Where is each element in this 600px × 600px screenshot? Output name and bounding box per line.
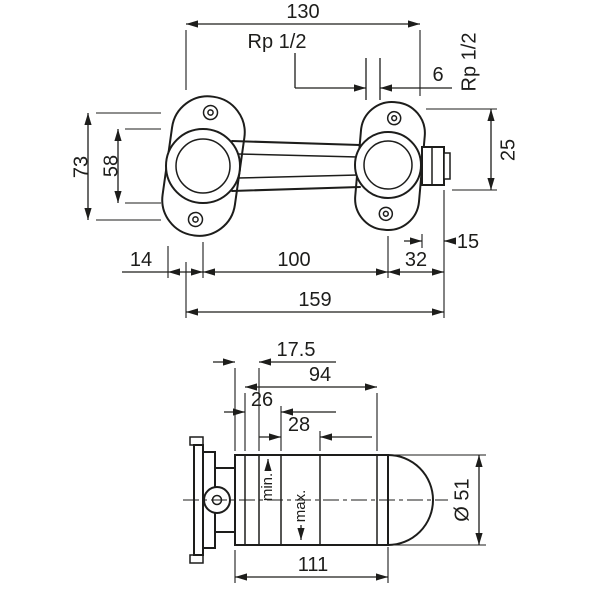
thread-top-label: Rp 1/2 [248, 31, 307, 53]
dim-58: 58 [100, 128, 161, 204]
dim-94-label: 94 [309, 364, 331, 386]
dim-17-5-label: 17.5 [277, 339, 316, 361]
dim-28: 28 [259, 414, 372, 451]
outlet-port [421, 146, 451, 186]
dim-15: 15 [404, 190, 479, 318]
connector-body [231, 140, 361, 192]
dim-dia-51: Ø 51 [394, 454, 486, 546]
left-flange-screw-hole-bottom-center [192, 216, 199, 223]
right-flange-screw-hole-bottom-center [382, 210, 389, 217]
dim-94: 94 [244, 364, 378, 451]
min-max-markers: min. max. [259, 459, 309, 540]
dim-130: 130 [185, 1, 421, 96]
dim-73: 73 [70, 112, 161, 221]
top-view: 130 Rp 1/2 6 Rp 1/2 25 73 [70, 1, 519, 318]
dim-130-label: 130 [286, 1, 319, 23]
bracket-tab-top [189, 436, 204, 446]
dim-26-label: 26 [251, 389, 273, 411]
max-label: max. [292, 490, 309, 523]
right-valve-circle [354, 131, 422, 199]
dim-100: 100 [203, 249, 388, 276]
right-flange-screw-hole-top-center [391, 115, 398, 122]
dim-159-label: 159 [298, 289, 331, 311]
dim-58-label: 58 [100, 155, 122, 177]
dim-6: 6 [380, 64, 452, 92]
dim-6-label: 6 [432, 64, 443, 86]
dim-159: 159 [185, 262, 444, 318]
dim-26: 26 [224, 389, 336, 451]
left-valve-circle [165, 128, 241, 204]
bracket-tab-bottom [189, 554, 204, 564]
dim-32: 32 [388, 249, 444, 276]
dim-17-5: 17.5 [213, 339, 336, 451]
thread-side-label: Rp 1/2 [458, 33, 480, 92]
dim-chain-row: 14 100 32 [122, 236, 444, 278]
dim-73-label: 73 [70, 156, 92, 178]
dim-14: 14 [122, 249, 203, 276]
thread-stub-lines [365, 58, 381, 100]
thread-label-side: Rp 1/2 [458, 33, 480, 92]
dim-111-label: 111 [298, 554, 328, 576]
dim-32-label: 32 [405, 249, 427, 271]
dim-14-label: 14 [130, 249, 152, 271]
thread-label-top: Rp 1/2 [248, 31, 366, 92]
dim-dia-51-label: Ø 51 [451, 478, 473, 521]
dim-28-label: 28 [288, 414, 310, 436]
dim-25-label: 25 [497, 139, 519, 161]
side-view: min. max. 17.5 94 26 [183, 339, 486, 583]
dim-25: 25 [426, 108, 519, 191]
dim-100-label: 100 [277, 249, 310, 271]
dim-15-label: 15 [457, 231, 479, 253]
dim-111: 111 [234, 547, 389, 583]
min-label: min. [259, 473, 276, 501]
left-flange-screw-hole-top-center [207, 109, 214, 116]
